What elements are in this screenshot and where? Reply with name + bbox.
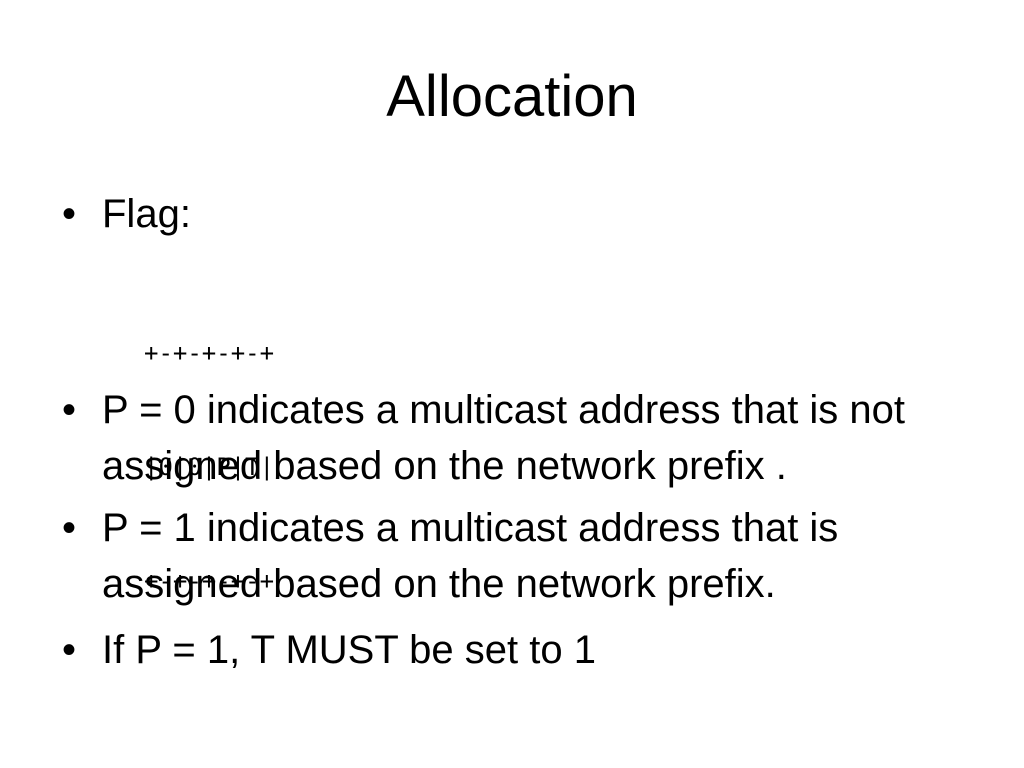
flag-bottom-border: +-+-+-+-+ [144, 567, 275, 595]
bullet-text: If P = 1, T MUST be set to 1 [102, 628, 596, 672]
bullet-dot: • [62, 192, 77, 236]
bullet-flag: • Flag: [62, 186, 982, 242]
bullet-dot: • [62, 388, 77, 432]
bullet-p-one: • P = 1 indicates a multicast address th… [62, 500, 982, 612]
bullet-text: P = 0 indicates a multicast address that… [102, 388, 906, 488]
flag-fields-row: |0|0|P|T| [144, 453, 275, 481]
bullet-p-zero: • P = 0 indicates a multicast address th… [62, 382, 982, 494]
bullet-dot: • [62, 628, 77, 672]
bullet-t-must: • If P = 1, T MUST be set to 1 [62, 622, 982, 678]
bullet-text: P = 1 indicates a multicast address that… [102, 506, 839, 606]
slide-title: Allocation [386, 64, 638, 129]
flag-field-diagram: +-+-+-+-+ |0|0|P|T| +-+-+-+-+ [144, 258, 274, 638]
bullet-text: Flag: [102, 192, 191, 236]
flag-top-border: +-+-+-+-+ [144, 339, 275, 367]
bullet-dot: • [62, 506, 77, 550]
